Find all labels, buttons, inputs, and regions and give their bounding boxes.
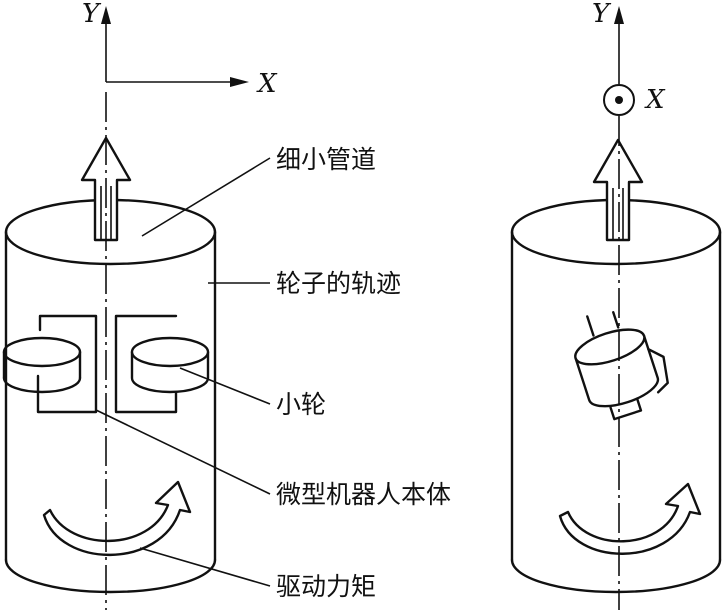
right-y-label: Y bbox=[592, 0, 612, 29]
leader-small-wheel bbox=[179, 367, 271, 405]
leader-robot-body bbox=[95, 409, 271, 495]
left-x-arrowhead bbox=[230, 77, 249, 87]
right-figure: Y X bbox=[510, 0, 722, 610]
leader-driving-torque bbox=[139, 547, 271, 587]
right-motion-arrow-inner bbox=[612, 188, 624, 240]
label-robot-body: 微型机器人本体 bbox=[276, 480, 451, 509]
right-pipe-bottom-edge bbox=[510, 558, 722, 594]
left-figure: Y X bbox=[2, 0, 278, 610]
right-torque-arrow bbox=[558, 482, 702, 555]
labels: 细小管道 轮子的轨迹 小轮 微型机器人本体 驱动力矩 bbox=[276, 145, 451, 601]
left-y-label: Y bbox=[82, 0, 102, 29]
right-bracket bbox=[114, 314, 178, 414]
left-pipe-bottom-edge bbox=[4, 558, 217, 594]
right-x-axis-dot bbox=[615, 96, 623, 104]
label-driving-torque: 驱动力矩 bbox=[276, 572, 376, 601]
right-robot bbox=[574, 311, 669, 421]
label-pipe: 细小管道 bbox=[276, 145, 376, 174]
right-robot-foot bbox=[609, 397, 643, 421]
label-wheel-track: 轮子的轨迹 bbox=[276, 269, 401, 298]
label-small-wheel: 小轮 bbox=[276, 390, 326, 419]
right-wheel-top bbox=[130, 336, 210, 368]
right-axes: Y X bbox=[592, 0, 666, 116]
left-y-arrowhead bbox=[101, 6, 111, 24]
left-wheel-bottom bbox=[2, 376, 82, 394]
right-motion-arrow bbox=[592, 138, 644, 242]
right-y-arrowhead bbox=[614, 6, 624, 24]
left-wheel-top bbox=[2, 336, 82, 368]
leader-lines bbox=[95, 157, 271, 587]
left-robot bbox=[2, 314, 210, 414]
left-axes: Y X bbox=[82, 0, 278, 99]
left-torque-arrow bbox=[42, 480, 192, 556]
left-motion-arrow-inner bbox=[100, 186, 112, 240]
right-robot-wheel-top bbox=[574, 328, 646, 366]
leader-pipe bbox=[141, 157, 271, 237]
left-x-label: X bbox=[256, 69, 278, 99]
right-x-label: X bbox=[644, 85, 666, 115]
right-robot-side bbox=[647, 347, 669, 394]
left-bracket bbox=[36, 314, 98, 414]
right-robot-bracket bbox=[586, 311, 620, 337]
left-pipe bbox=[4, 198, 217, 594]
